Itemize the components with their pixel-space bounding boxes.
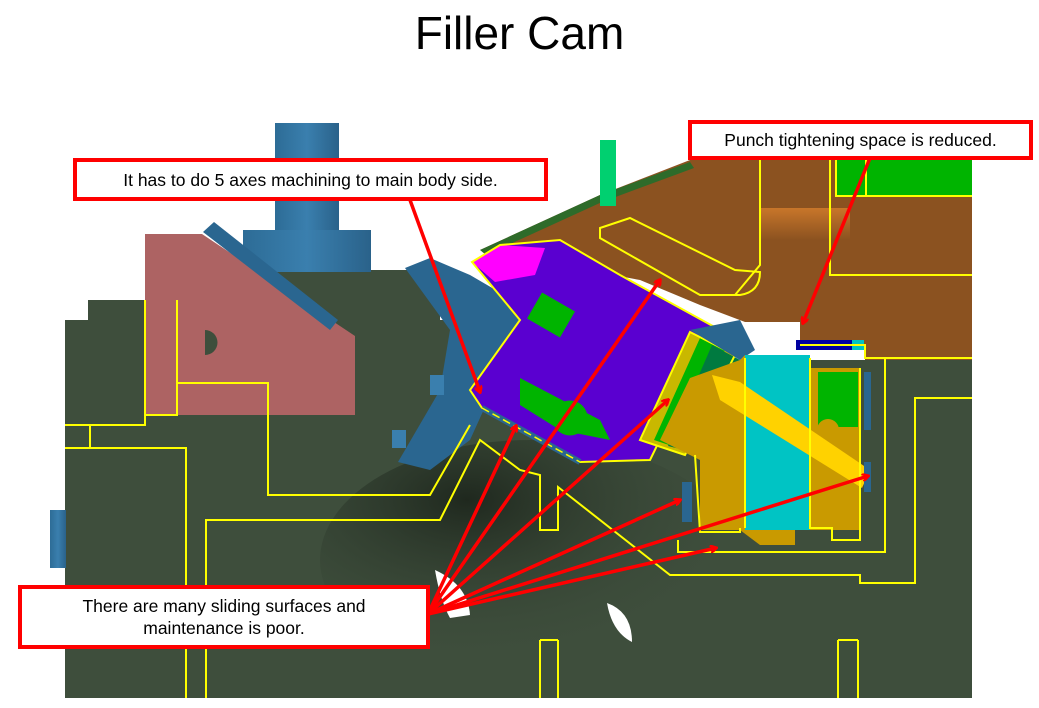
callout-punch: Punch tightening space is reduced. — [688, 120, 1033, 160]
arrow-machining — [408, 199, 480, 392]
arrow-sliding-4 — [427, 500, 680, 616]
arrow-sliding-3 — [426, 400, 668, 616]
pink-block-blue-strip — [203, 222, 338, 330]
right-assembly — [660, 340, 886, 553]
green-rect — [527, 292, 575, 338]
pink-block — [145, 222, 355, 415]
hole-right — [607, 603, 632, 642]
arrow-punch — [803, 157, 872, 323]
green-right-block — [818, 372, 858, 427]
callout-sliding: There are many sliding surfaces and main… — [18, 585, 430, 649]
base-outlines — [65, 300, 972, 698]
arrow-sliding-2 — [426, 280, 660, 615]
callout-machining: It has to do 5 axes machining to main bo… — [73, 158, 548, 201]
callout-arrows — [408, 157, 872, 616]
green-bar — [520, 378, 610, 440]
upper-green-edge — [480, 162, 694, 255]
arrow-sliding-6 — [427, 476, 868, 616]
green-ring — [552, 400, 588, 436]
blue-arm — [392, 258, 530, 470]
arrow-sliding-5 — [427, 548, 716, 616]
green-pin — [600, 140, 616, 206]
left-blue-stub — [50, 510, 66, 568]
yellow-diagonal-bar — [712, 375, 870, 488]
arrow-sliding-1 — [426, 426, 516, 615]
magenta-patch — [472, 245, 545, 282]
pink-block-hole — [205, 330, 218, 355]
brown-bar — [760, 208, 850, 240]
slide-title: Filler Cam — [414, 7, 625, 59]
